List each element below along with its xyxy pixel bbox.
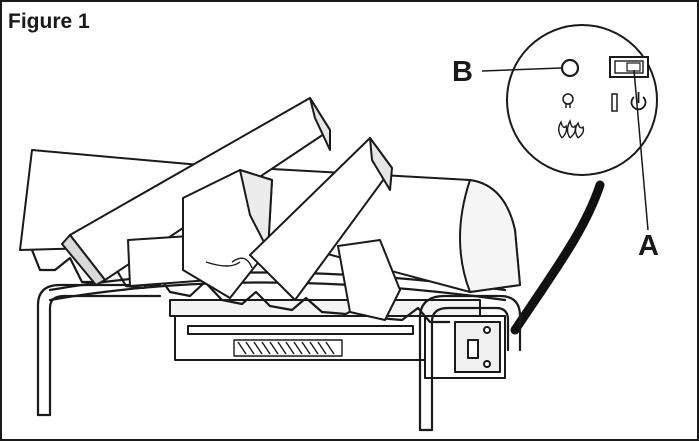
power-off-icon — [611, 93, 618, 112]
control-panel-detail — [506, 24, 658, 176]
figure-title: Figure 1 — [8, 10, 90, 33]
callout-a-label: A — [638, 230, 659, 262]
power-on-icon — [630, 92, 647, 111]
light-bulb-icon — [562, 93, 574, 108]
control-panel-circle — [506, 24, 658, 176]
power-cable — [510, 180, 605, 335]
logs — [19, 97, 521, 321]
callout-b-leader — [481, 67, 562, 72]
indicator-lamp-icon — [560, 58, 580, 78]
callout-a-leader — [633, 69, 649, 231]
vent-grille — [233, 339, 343, 357]
rocker-switch-icon — [609, 56, 649, 78]
heater-base — [169, 299, 506, 379]
callout-b-label: B — [452, 56, 473, 88]
flame-icon — [558, 119, 585, 139]
log-front-right — [337, 239, 401, 321]
